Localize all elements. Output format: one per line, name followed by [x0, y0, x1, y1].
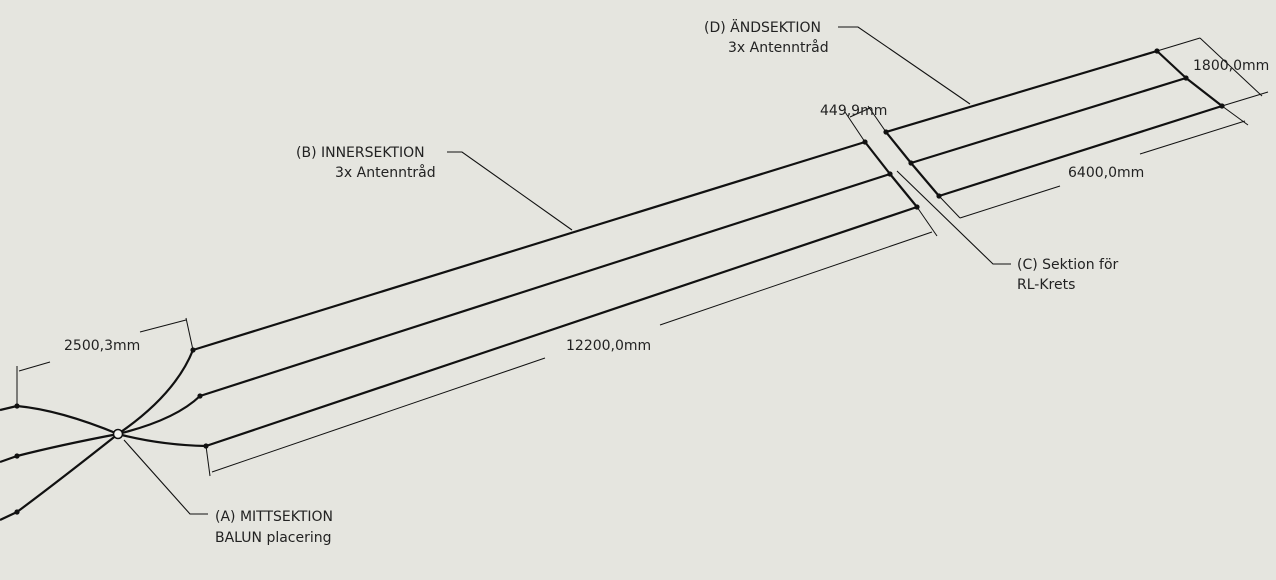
rl-segment-bottom	[885, 131, 912, 164]
dimension-12200: 12200,0mm	[205, 206, 938, 477]
callout-b: (B) INNERSEKTION 3x Antenntråd	[296, 145, 573, 231]
node	[14, 453, 20, 459]
wire-left-bottom	[0, 511, 18, 521]
callout-d-title: (D) ÄNDSEKTION	[704, 18, 821, 36]
curve-middle-right	[117, 395, 201, 436]
end-segment-1	[1156, 50, 1187, 79]
callout-d: (D) ÄNDSEKTION 3x Antenntråd	[704, 18, 971, 105]
callout-a: (A) MITTSEKTION BALUN placering	[123, 439, 333, 546]
curve-bottom-right	[117, 432, 207, 448]
wire-left-middle	[0, 454, 18, 464]
dimension-2500: 2500,3mm	[16, 317, 194, 406]
callout-b-title: (B) INNERSEKTION	[296, 145, 425, 161]
callout-b-subtitle: 3x Antenntråd	[335, 164, 436, 181]
curve-bottom-left	[16, 433, 119, 513]
rl-segment-bottom-2	[910, 162, 940, 197]
node	[14, 509, 20, 515]
curve-top-right	[117, 349, 195, 435]
dim-12200-label: 12200,0mm	[566, 338, 651, 354]
rl-segment-middle	[889, 173, 918, 208]
wire-d-middle	[910, 76, 1187, 165]
wire-left-top	[0, 404, 18, 412]
dimension-1800: 1800,0mm	[1156, 37, 1269, 107]
node	[887, 171, 893, 177]
balun-point	[112, 428, 124, 440]
rl-segment-top	[864, 141, 891, 175]
curve-top-left	[16, 404, 119, 436]
dim-2500-label: 2500,3mm	[64, 338, 140, 354]
dim-6400-label: 6400,0mm	[1068, 165, 1144, 181]
wire-d-top	[885, 49, 1158, 134]
callout-a-subtitle: BALUN placering	[215, 530, 332, 546]
wire-b-bottom	[205, 205, 918, 448]
wire-b-top	[192, 140, 866, 352]
dim-1800-label: 1800,0mm	[1193, 58, 1269, 74]
node	[908, 160, 914, 166]
node	[1183, 75, 1189, 81]
curve-middle-left	[16, 432, 119, 458]
end-segment-2	[1185, 77, 1223, 107]
callout-c: (C) Sektion för RL-Krets	[896, 170, 1119, 293]
dimension-6400: 6400,0mm	[938, 105, 1249, 219]
wire-d-bottom	[938, 104, 1223, 198]
dimension-449: 449,9mm	[820, 103, 887, 143]
wire-b-middle	[199, 172, 891, 398]
node	[197, 393, 203, 399]
callout-d-subtitle: 3x Antenntråd	[728, 39, 829, 56]
callout-a-title: (A) MITTSEKTION	[215, 509, 333, 525]
callout-c-title: (C) Sektion för	[1017, 257, 1119, 273]
callout-c-subtitle: RL-Krets	[1017, 277, 1075, 293]
dim-449-label: 449,9mm	[820, 103, 887, 119]
